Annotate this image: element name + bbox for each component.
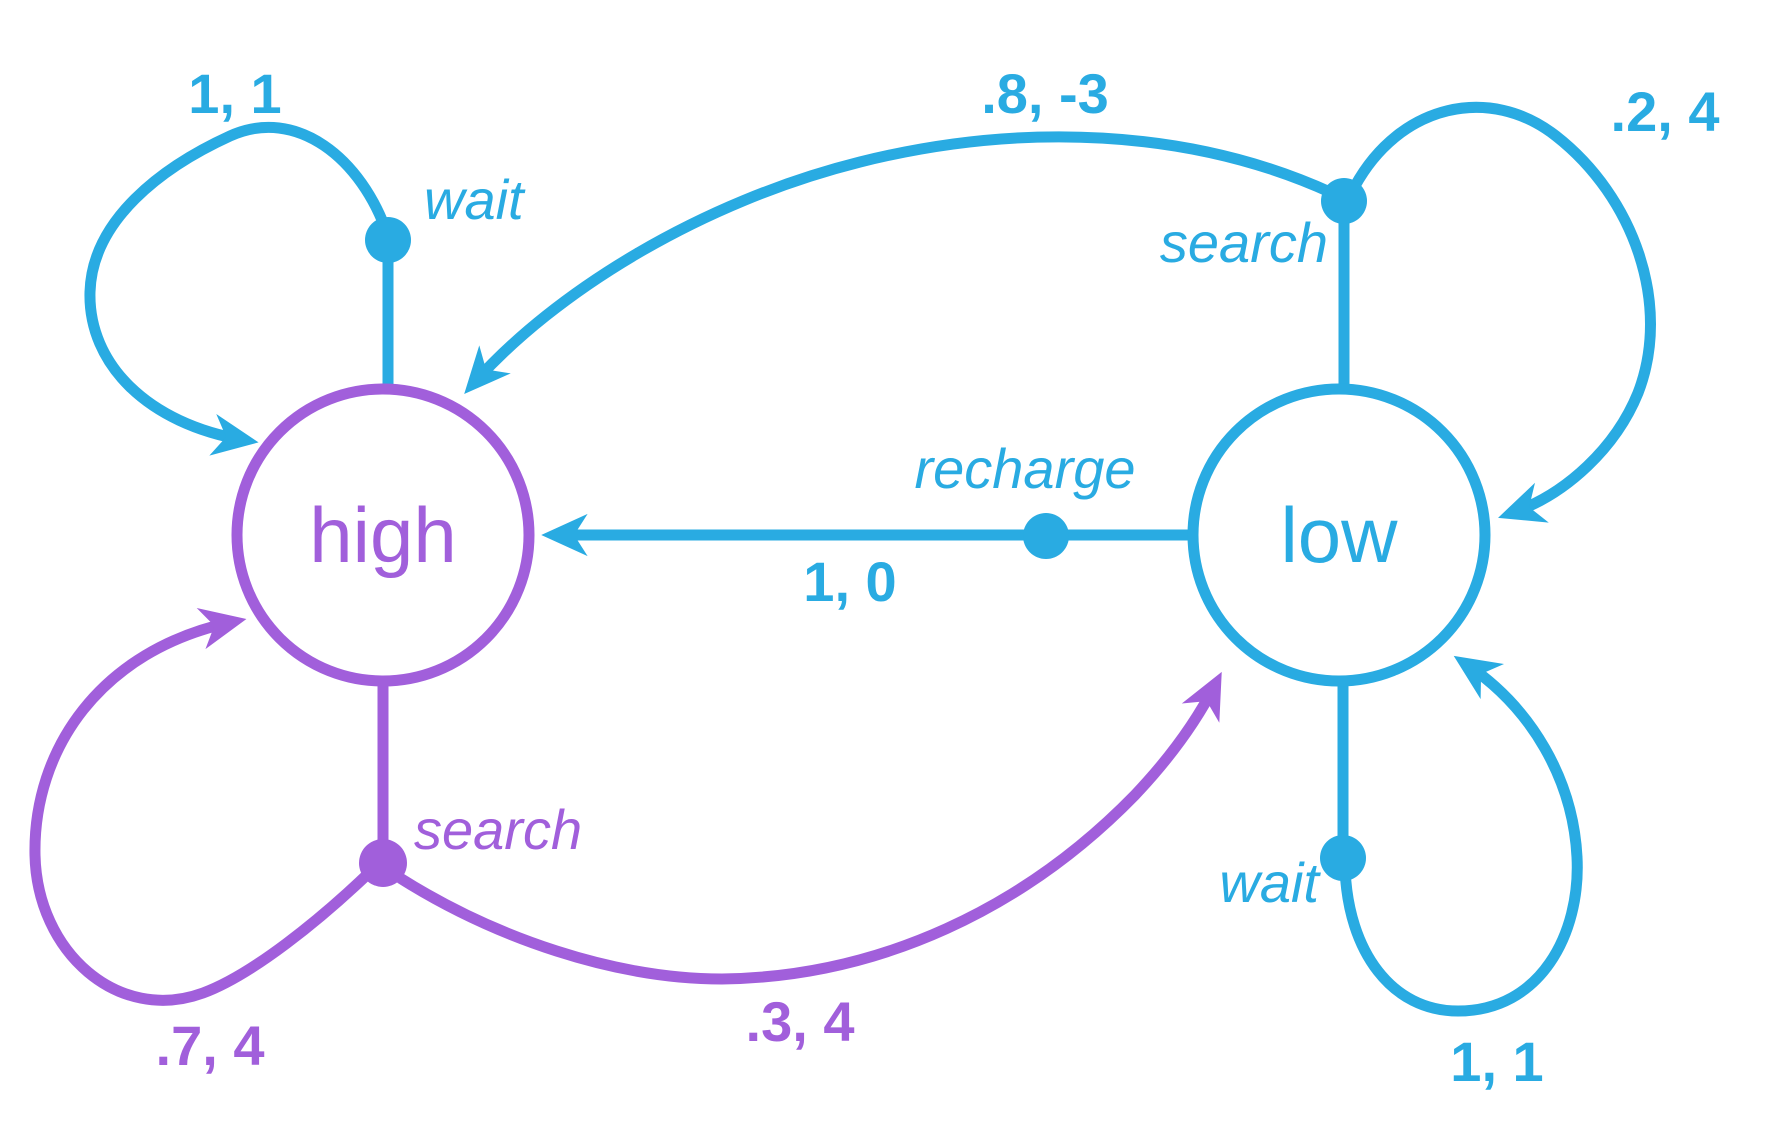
edge-low-wait-self-loop — [1339, 655, 1583, 1017]
prob-reward-label-low-search-to-high: .8, -3 — [981, 62, 1109, 125]
action-node-wait-low — [1320, 835, 1366, 881]
prob-reward-label-high-wait: 1, 1 — [188, 62, 281, 125]
edge-high-wait-self-loop — [84, 121, 394, 456]
action-label-wait-low: wait — [1219, 851, 1321, 914]
prob-reward-label-high-search-self: .7, 4 — [156, 1014, 265, 1077]
action-label-recharge: recharge — [914, 437, 1135, 500]
action-node-recharge — [1023, 513, 1069, 559]
state-high-circle — [231, 383, 535, 687]
edge-high-search-to-low-arc — [397, 671, 1222, 985]
prob-reward-label-recharge: 1, 0 — [803, 550, 896, 613]
prob-reward-label-low-search-self: .2, 4 — [1611, 80, 1720, 143]
action-node-search-low — [1321, 178, 1367, 224]
action-label-wait-high: wait — [424, 168, 526, 231]
state-low-circle — [1187, 383, 1491, 687]
prob-reward-label-high-search-to-low: .3, 4 — [746, 990, 855, 1053]
action-node-search-high — [359, 839, 407, 887]
edge-high-search-self-loop — [29, 607, 375, 1006]
prob-reward-label-low-wait: 1, 1 — [1450, 1030, 1543, 1093]
state-low-label: low — [1280, 491, 1398, 579]
action-label-search-high: search — [414, 798, 582, 861]
edge-low-search-to-high-arc — [464, 131, 1335, 395]
state-high-label: high — [309, 491, 456, 579]
action-node-wait-high — [365, 217, 411, 263]
action-label-search-low: search — [1160, 211, 1328, 274]
edge-low-search-self-loop — [1350, 101, 1656, 523]
